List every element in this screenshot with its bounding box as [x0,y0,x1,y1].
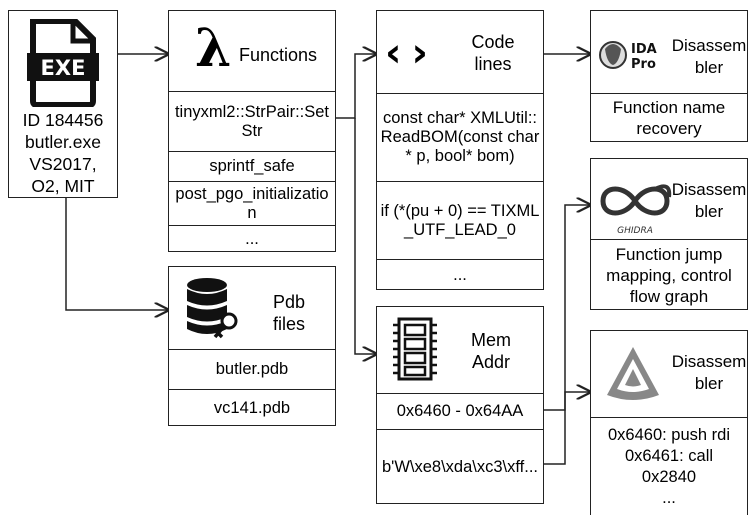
exe-box: EXE ID 184456 butler.exe VS2017, O2, MIT [8,10,118,198]
binja-disasm: 0x6460: push rdi 0x6461: call 0x2840 ... [591,417,747,516]
code-line: if (*(pu + 0) == TIXML_UTF_LEAD_0 [377,181,543,259]
exe-file-icon: EXE [27,19,99,107]
functions-title: Functions [239,45,318,65]
exe-options: O2, MIT [31,176,95,196]
ida-logo-text-1: IDA [631,42,657,57]
arrow-bytes-to-binja [544,392,590,465]
mem-range: 0x6460 - 0x64AA [377,393,543,429]
ghidra-desc: Function jump mapping, control flow grap… [591,239,747,310]
arrow-exe-to-pdb [65,198,168,310]
code-box: ‹› Code lines const char* XMLUtil::ReadB… [376,10,544,290]
disasm-line: 0x6461: call [624,447,714,465]
code-line: ... [377,259,543,290]
binja-box: Disassembler 0x6460: push rdi 0x6461: ca… [590,330,748,515]
ida-title: Disassembler [671,36,747,77]
exe-id: ID 184456 [22,110,104,130]
pdb-title: Pdb files [272,292,306,334]
ghidra-title: Disassembler [671,180,747,221]
exe-compiler: VS2017, [29,154,97,174]
mem-bytes: b'W\xe8\xda\xc3\xff... [377,429,543,504]
function-item: ... [169,225,335,252]
pdb-box: Pdb files butler.pdb vc141.pdb [168,266,336,426]
ghidra-box: GHIDRA Disassembler Function jump mappin… [590,158,748,310]
function-item: post_pgo_initialization [169,181,335,225]
ida-pro-logo: IDA Pro [599,41,657,72]
exe-icon-text: EXE [41,56,86,80]
disasm-line: 0x6460: push rdi [607,426,730,444]
functions-box: λ Functions tinyxml2::StrPair::SetStr sp… [168,10,336,252]
ida-desc: Function name recovery [591,93,747,142]
memory-chip-icon [393,317,437,381]
pdb-item: butler.pdb [169,349,335,389]
function-item: tinyxml2::StrPair::SetStr [169,91,335,151]
ida-box: IDA Pro Disassembler Function name recov… [590,10,748,142]
mem-box: Mem Addr 0x6460 - 0x64AA b'W\xe8\xda\xc3… [376,306,544,504]
lambda-icon: λ [195,18,232,79]
arrow-functions-to-code [335,54,376,119]
database-key-icon [187,278,238,339]
ida-logo-text-2: Pro [631,57,656,72]
ghidra-logo-text: GHIDRA [617,226,653,236]
disasm-line: ... [662,489,676,507]
mem-title: Mem Addr [471,330,511,372]
disasm-line: 0x2840 [641,468,697,486]
ghidra-logo: GHIDRA [600,184,672,236]
binja-title: Disassembler [671,352,747,393]
function-item: sprintf_safe [169,151,335,181]
arrow-functions-to-mem [354,118,376,354]
binary-ninja-logo [607,347,659,400]
code-brackets-icon: ‹› [385,30,438,76]
exe-filename: butler.exe [25,132,101,152]
pdb-item: vc141.pdb [169,389,335,426]
code-title: Code lines [471,32,515,74]
arrow-mem-to-ghidra [544,205,590,411]
code-line: const char* XMLUtil::ReadBOM(const char*… [377,93,543,181]
